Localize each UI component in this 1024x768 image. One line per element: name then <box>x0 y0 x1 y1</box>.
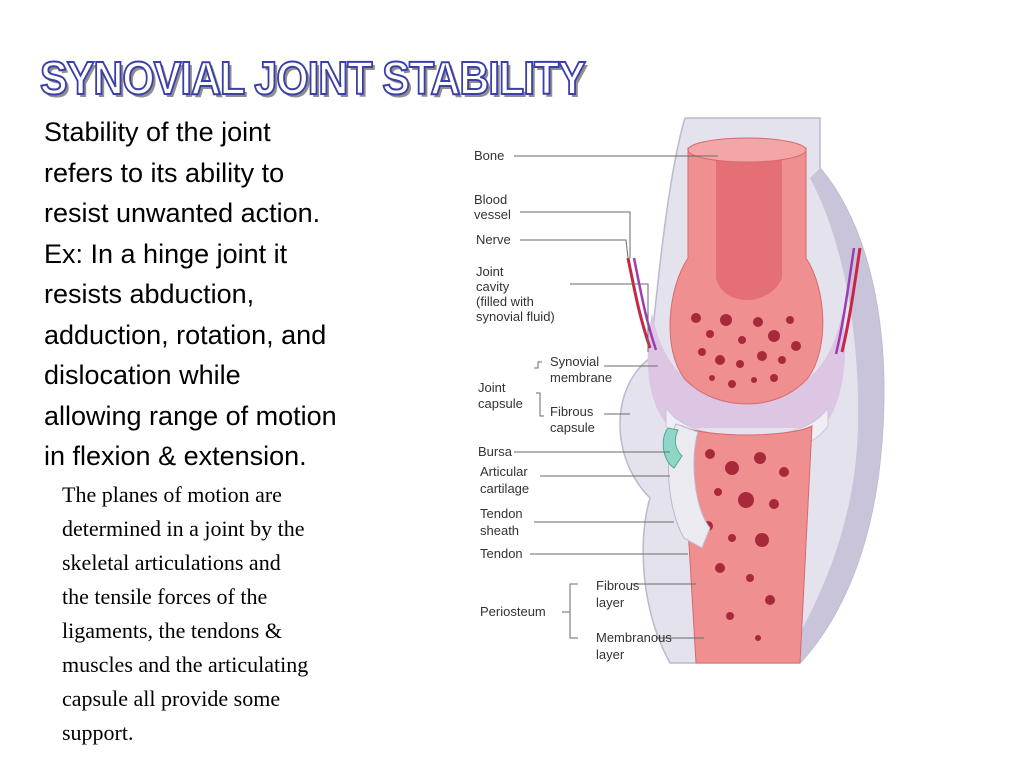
label-fibrous-capsule: Fibrous capsule <box>550 404 597 435</box>
label-synovial-membrane: Synovial membrane <box>550 354 612 385</box>
label-periosteum: Periosteum <box>480 604 546 619</box>
main-paragraph-line: adduction, rotation, and <box>44 319 327 350</box>
secondary-paragraph-line: muscles and the articulating <box>62 652 309 677</box>
main-paragraph-line: refers to its ability to <box>44 157 285 188</box>
secondary-paragraph-line: support. <box>62 720 134 745</box>
label-joint-cavity: Joint cavity (filled with synovial fluid… <box>476 264 555 324</box>
spongy-bone-upper <box>691 313 801 388</box>
spongy-bone-lower <box>703 449 789 641</box>
secondary-paragraph-line: ligaments, the tendons & <box>62 618 282 643</box>
secondary-paragraph: The planes of motion are determined in a… <box>62 478 402 750</box>
label-tendon-sheath: Tendon sheath <box>480 506 526 538</box>
main-paragraph-line: Ex: In a hinge joint it <box>44 238 288 269</box>
label-tendon: Tendon <box>480 546 523 561</box>
label-bone: Bone <box>474 148 504 163</box>
bone-cut-top <box>687 137 807 163</box>
slide-title: SYNOVIAL JOINT STABILITY <box>39 51 587 105</box>
secondary-paragraph-line: determined in a joint by the <box>62 516 305 541</box>
callout-lines <box>514 155 718 639</box>
secondary-paragraph-line: capsule all provide some <box>62 686 281 711</box>
synovial-joint-diagram: Bone Blood vessel Nerve Joint cavity (fi… <box>474 117 885 664</box>
bone-marrow-cavity <box>716 148 782 300</box>
main-paragraph-line: Stability of the joint <box>44 117 271 147</box>
main-paragraph-line: in flexion & extension. <box>44 441 307 471</box>
secondary-paragraph-line: skeletal articulations and <box>62 550 281 575</box>
main-paragraph-line: allowing range of motion <box>44 400 337 431</box>
vessel-left-red <box>626 257 652 349</box>
label-bursa: Bursa <box>478 444 513 459</box>
main-paragraph-line: resist unwanted action. <box>44 198 321 228</box>
label-fibrous-layer: Fibrous layer <box>596 578 643 610</box>
bursa-shape <box>662 427 683 469</box>
label-joint-capsule: Joint capsule <box>478 380 523 411</box>
main-paragraph: Stability of the joint refers to its abi… <box>44 112 429 477</box>
capsule-shading <box>782 168 884 663</box>
nerve-left-purple <box>632 257 658 351</box>
main-paragraph-line: resists abduction, <box>44 279 255 309</box>
secondary-paragraph-line: the tensile forces of the <box>62 584 268 609</box>
label-articular-cartilage: Articular cartilage <box>480 464 531 496</box>
vessel-right-red <box>840 247 862 353</box>
main-paragraph-line: dislocation while <box>44 360 241 390</box>
label-nerve: Nerve <box>476 232 511 247</box>
lower-bone-shape <box>681 425 813 664</box>
joint-cavity-shape <box>647 313 846 428</box>
nerve-right-purple <box>834 247 856 355</box>
label-membranous-layer: Membranous layer <box>596 630 676 662</box>
label-blood-vessel: Blood vessel <box>474 192 511 222</box>
secondary-paragraph-line: The planes of motion are <box>62 482 282 507</box>
